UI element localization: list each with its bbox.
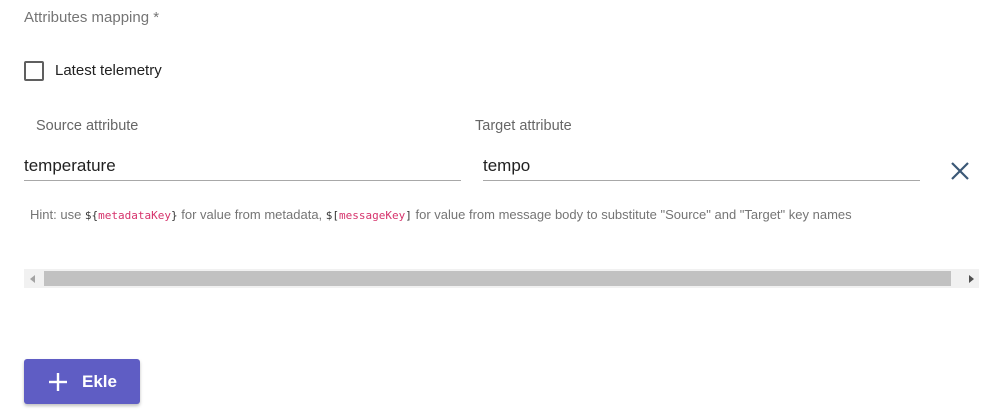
plus-icon [48,372,68,392]
message-key: messageKey [339,209,406,222]
triangle-left-icon [29,274,35,283]
horizontal-scrollbar[interactable] [24,269,979,288]
add-mapping-button[interactable]: Ekle [24,359,140,404]
checkbox-label: Latest telemetry [55,62,162,79]
checkbox-box[interactable] [24,61,44,81]
hint-text: Hint: use ${metadataKey} for value from … [30,206,852,225]
metadata-key-code: ${metadataKey} [85,209,178,222]
target-attribute-input[interactable] [483,152,920,181]
section-title: Attributes mapping * [24,9,160,26]
add-button-label: Ekle [82,371,117,391]
hint-prefix: Hint: use [30,207,85,222]
latest-telemetry-checkbox[interactable]: Latest telemetry [24,61,162,81]
source-attribute-label: Source attribute [36,118,139,134]
code-open: ${ [84,209,99,222]
target-attribute-label: Target attribute [475,118,572,134]
source-attribute-input[interactable] [24,152,461,181]
metadata-key: metadataKey [98,209,172,222]
hint-middle: for value from metadata, [177,207,326,222]
code-close: ] [405,209,412,222]
remove-mapping-button[interactable] [946,157,974,185]
triangle-right-icon [968,274,974,283]
scroll-right-arrow[interactable] [962,269,979,288]
target-attribute-field: Target attribute [475,117,920,181]
code-close: } [171,209,178,222]
code-open: $[ [325,209,340,222]
message-key-code: $[messageKey] [326,209,412,222]
scroll-left-arrow[interactable] [24,269,41,288]
source-attribute-field: Source attribute [24,117,461,181]
hint-suffix: for value from message body to substitut… [411,207,852,222]
scroll-thumb[interactable] [44,271,951,286]
close-icon [951,162,969,180]
